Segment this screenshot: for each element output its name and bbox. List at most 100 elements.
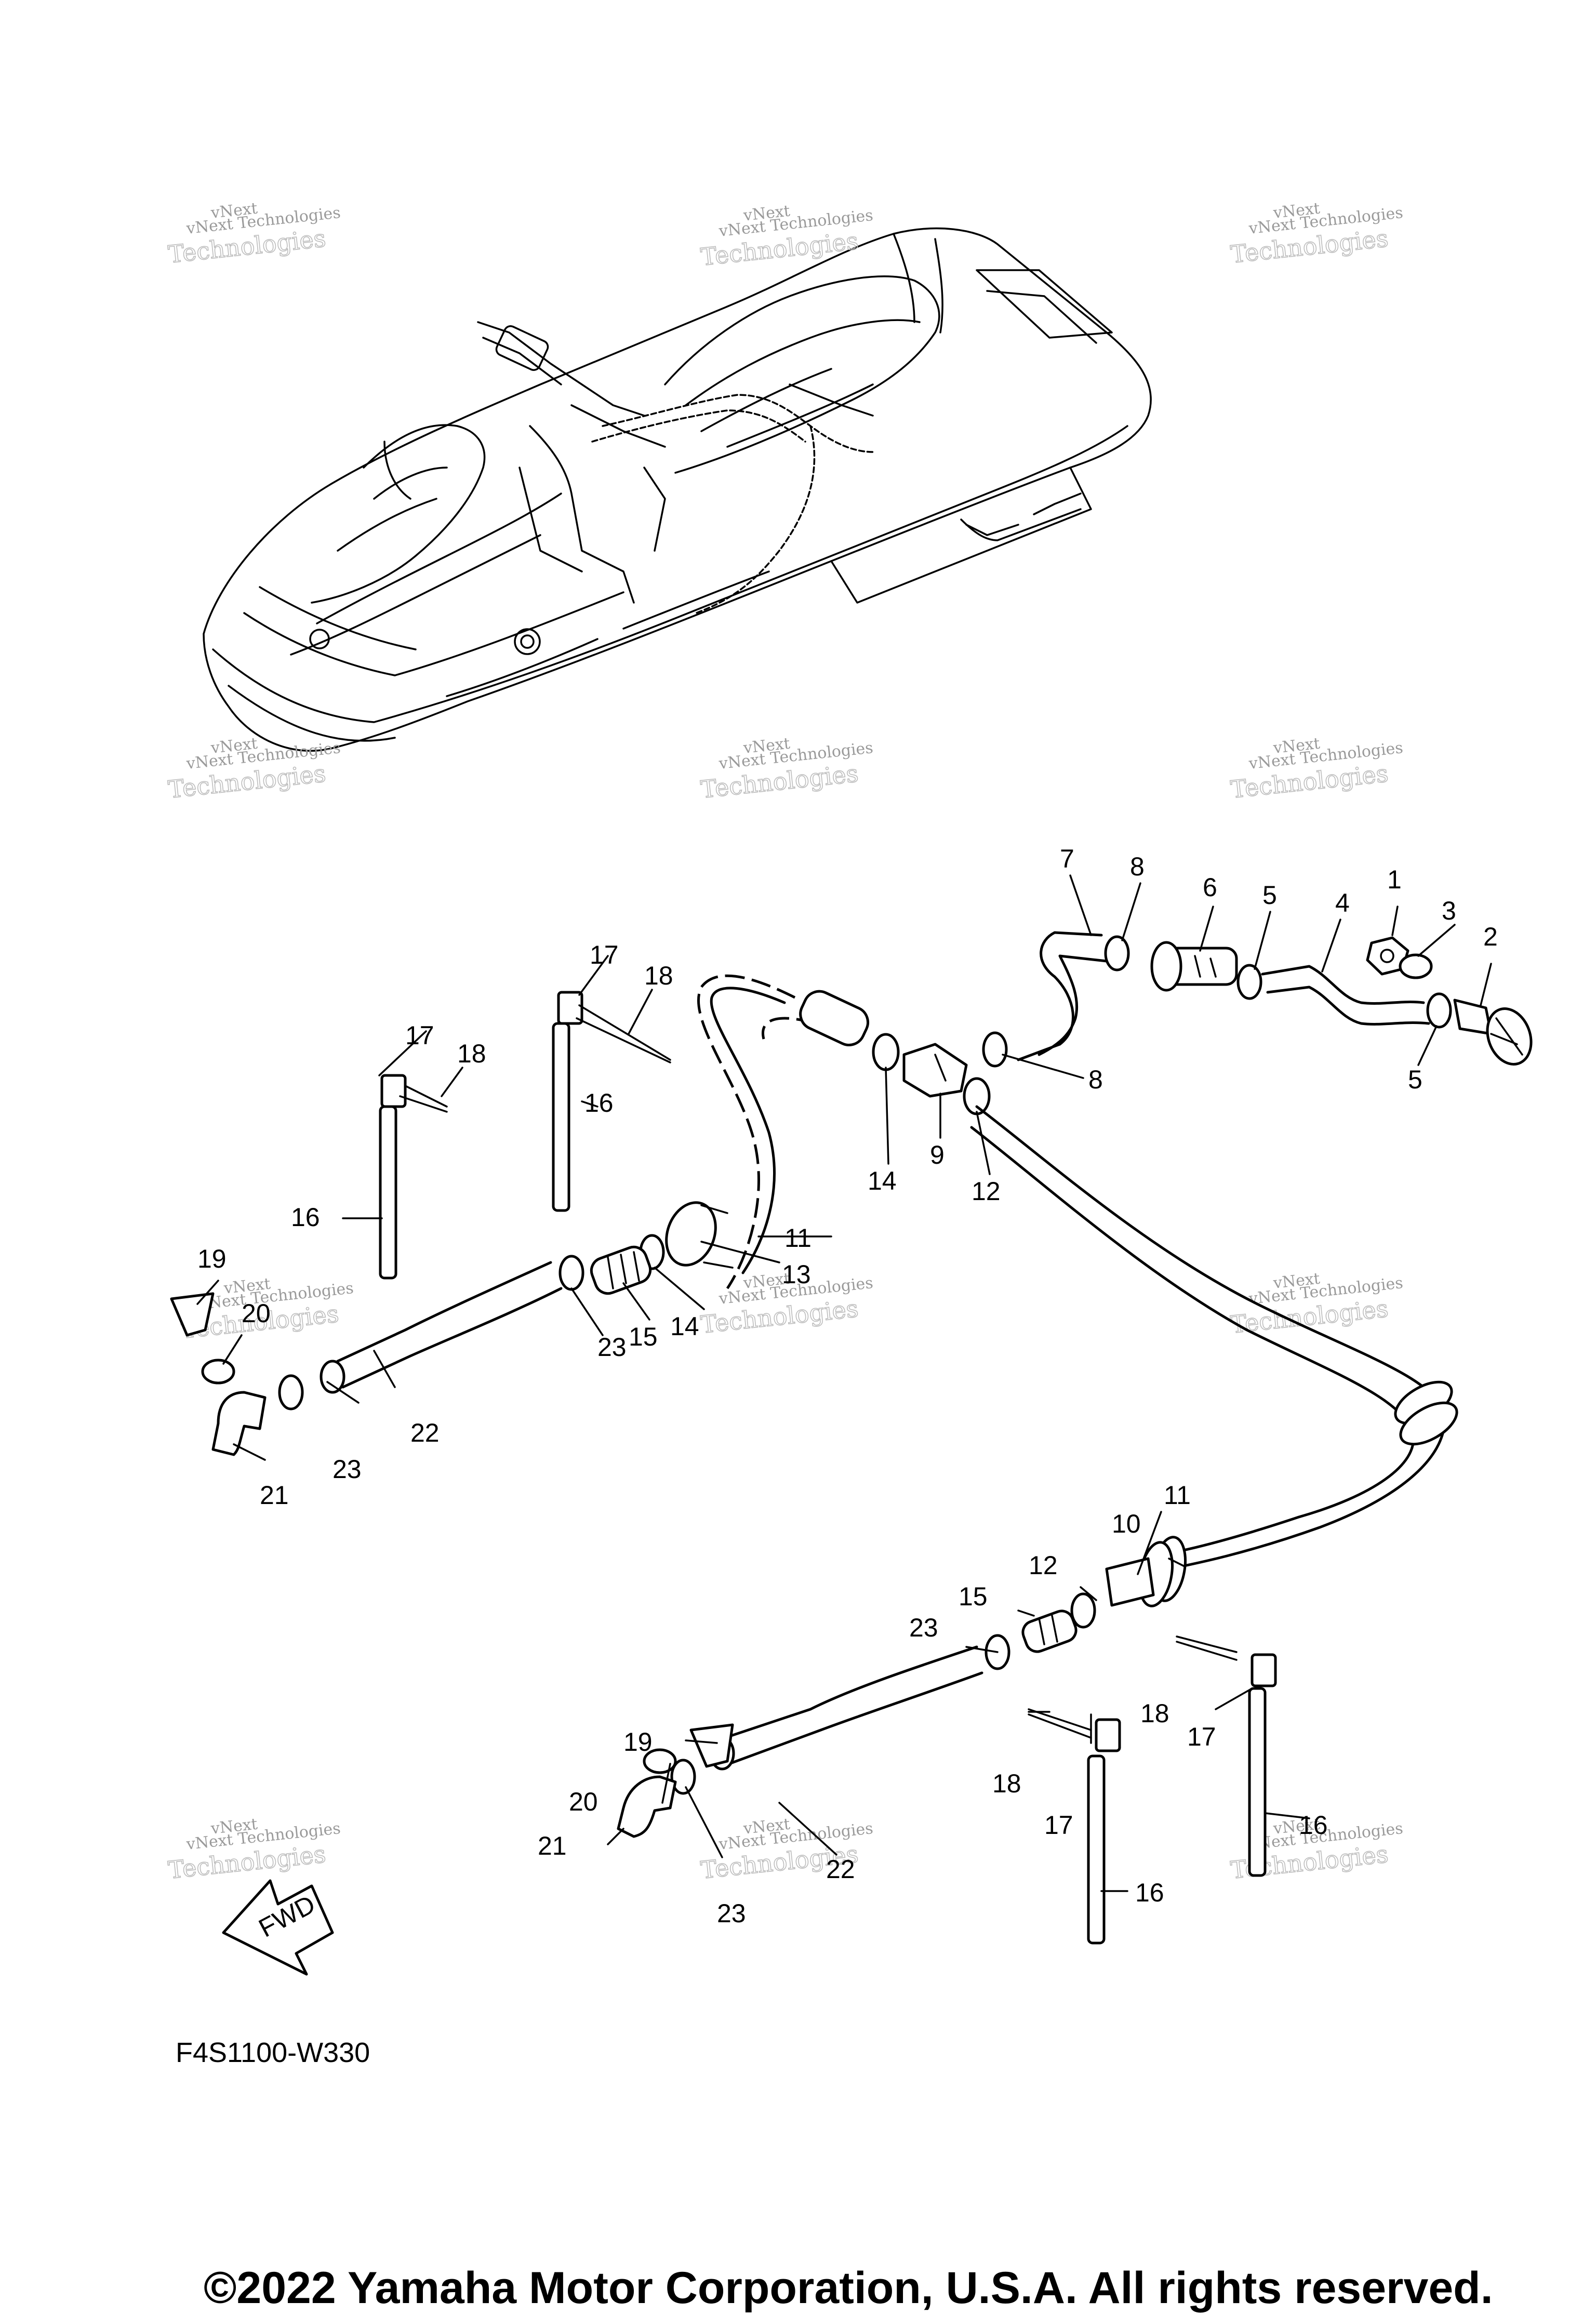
part-17-holder <box>380 1074 407 1108</box>
part-17-holder <box>1251 1653 1277 1687</box>
part-11-hose-end <box>799 990 869 1046</box>
callout-17: 17 <box>1187 1722 1216 1751</box>
callout-15: 15 <box>629 1322 658 1351</box>
callout-6: 6 <box>1203 873 1217 902</box>
callout-14: 14 <box>670 1312 699 1341</box>
part-20-clamp <box>643 1748 677 1774</box>
part-18-rivet <box>1176 1635 1238 1661</box>
callout-14: 14 <box>868 1166 897 1195</box>
callout-18: 18 <box>1140 1699 1169 1728</box>
callout-23: 23 <box>332 1455 362 1484</box>
watermark: vNext vNext Technologies Technologies <box>1229 199 1404 269</box>
callout-2: 2 <box>1483 922 1498 951</box>
callout-17: 17 <box>405 1021 434 1050</box>
part-13-fitting <box>665 1201 734 1269</box>
callout-21: 21 <box>538 1831 567 1860</box>
part-18-rivet <box>1028 1708 1092 1739</box>
part-18-rivet <box>399 1085 448 1113</box>
part-16-cable-tie <box>552 1022 570 1212</box>
callout-3: 3 <box>1442 896 1456 925</box>
part-16-cable-tie <box>379 1105 397 1280</box>
part-12-clamp <box>1070 1592 1096 1629</box>
callout-5: 5 <box>1262 881 1277 910</box>
part-23-clamp <box>278 1374 304 1411</box>
callout-12: 12 <box>1029 1551 1058 1580</box>
callout-8: 8 <box>1130 852 1145 881</box>
callout-15: 15 <box>959 1582 988 1611</box>
copyright-notice: ©2022 Yamaha Motor Corporation, U.S.A. A… <box>204 2263 1493 2313</box>
watermark: vNext vNext Technologies Technologies <box>166 735 341 804</box>
callout-16: 16 <box>1135 1878 1164 1907</box>
part-8-clamp <box>982 1031 1008 1068</box>
part-11-hose-lower <box>970 1105 1446 1571</box>
part-5-clamp <box>1426 992 1452 1029</box>
part-21-elbow <box>617 1775 677 1838</box>
callout-20: 20 <box>569 1787 598 1816</box>
callout-23: 23 <box>597 1333 627 1362</box>
part-5-clamp <box>1236 964 1262 1000</box>
part-19-plug <box>170 1292 215 1337</box>
callout-16: 16 <box>291 1203 320 1232</box>
part-2-drain-plug <box>1453 999 1533 1066</box>
watermarks: vNext vNext Technologies Technologies vN… <box>166 199 1404 1885</box>
callout-23: 23 <box>717 1899 746 1928</box>
part-18-rivet <box>576 1004 671 1063</box>
part-22-hose-end <box>320 1360 345 1394</box>
part-12-clamp <box>963 1077 991 1115</box>
callout-labels: 1 2 3 4 5 5 6 7 8 8 9 10 11 11 12 12 13 … <box>197 844 1498 1928</box>
fwd-arrow: FWD <box>222 1879 334 1976</box>
callout-11: 11 <box>784 1223 812 1253</box>
callout-22: 22 <box>410 1418 440 1447</box>
callout-18: 18 <box>992 1769 1021 1798</box>
part-16-cable-tie <box>1248 1687 1267 1877</box>
watercraft-illustration <box>203 227 1152 752</box>
part-19-plug <box>689 1723 734 1768</box>
part-6-valve <box>1150 941 1238 992</box>
callout-5: 5 <box>1408 1065 1422 1094</box>
callout-21: 21 <box>260 1481 289 1510</box>
callout-16: 16 <box>1299 1811 1328 1840</box>
watermark: vNext vNext Technologies Technologies <box>166 199 341 269</box>
part-11-hose <box>710 987 786 1274</box>
callout-10: 10 <box>1112 1509 1141 1538</box>
part-4-hose <box>1261 965 1430 1026</box>
part-23-clamp <box>558 1255 584 1291</box>
part-15-joint <box>590 1245 652 1295</box>
part-22-hose <box>336 1261 563 1389</box>
callout-11: 11 <box>1164 1481 1191 1510</box>
callout-4: 4 <box>1335 888 1350 917</box>
part-7-hose <box>1017 931 1108 1061</box>
part-22-hose <box>715 1645 983 1768</box>
part-3-washer <box>1399 953 1433 979</box>
part-21-elbow <box>211 1391 267 1456</box>
callout-20: 20 <box>242 1299 271 1328</box>
callout-17: 17 <box>1044 1811 1073 1840</box>
part-9-tee-joint <box>902 1043 968 1098</box>
part-8-clamp <box>1104 935 1130 972</box>
part-17-holder <box>1095 1718 1121 1752</box>
callout-19: 19 <box>623 1727 653 1757</box>
diagram-code: F4S1100-W330 <box>176 2037 370 2068</box>
callout-7: 7 <box>1060 844 1074 873</box>
callout-8: 8 <box>1088 1065 1103 1094</box>
part-14-clamp <box>872 1033 900 1071</box>
callout-17: 17 <box>590 940 619 969</box>
part-16-cable-tie <box>1087 1754 1106 1945</box>
watermark: vNext vNext Technologies Technologies <box>699 202 874 272</box>
callout-23: 23 <box>909 1613 938 1642</box>
callout-12: 12 <box>972 1177 1001 1206</box>
part-15-joint <box>1021 1609 1078 1653</box>
watermark: vNext vNext Technologies Technologies <box>1229 735 1404 804</box>
callout-9: 9 <box>930 1140 945 1169</box>
callout-22: 22 <box>826 1855 855 1884</box>
watermark: vNext vNext Technologies Technologies <box>699 735 874 804</box>
part-20-clamp <box>201 1359 235 1385</box>
callout-1: 1 <box>1387 865 1402 894</box>
part-10-pipe <box>1105 1557 1155 1607</box>
callout-19: 19 <box>197 1244 227 1273</box>
parts-exploded-view: FWD <box>170 931 1533 1976</box>
part-23-clamp <box>670 1759 696 1795</box>
callout-leaders <box>196 874 1492 1892</box>
